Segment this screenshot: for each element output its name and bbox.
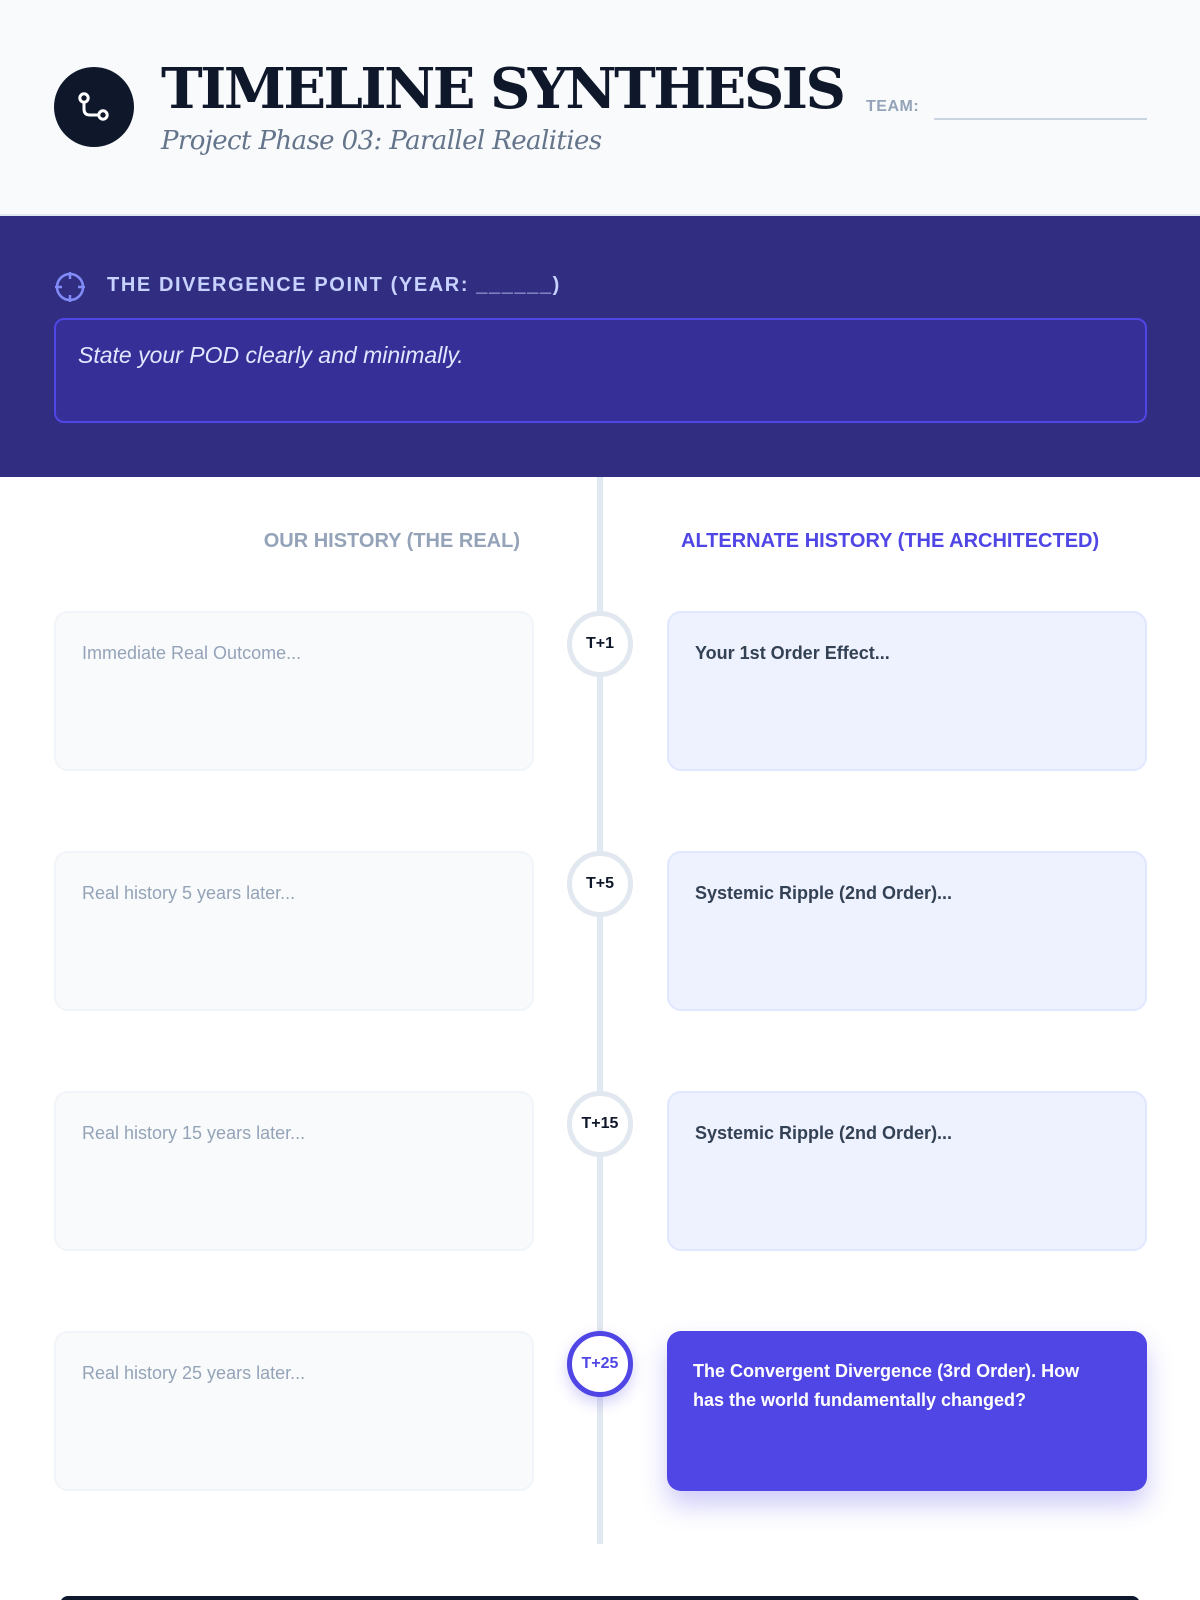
real-outcome-card[interactable]: Immediate Real Outcome... [54, 611, 534, 771]
convergent-divergence-card[interactable]: The Convergent Divergence (3rd Order). H… [667, 1331, 1147, 1491]
alternate-effect-card[interactable]: Systemic Ripple (2nd Order)... [667, 851, 1147, 1011]
convergent-divergence-prompt: The Convergent Divergence (3rd Order). H… [693, 1361, 1080, 1410]
real-outcome-card[interactable]: Real history 5 years later... [54, 851, 534, 1011]
timeline-marker: T+5 [567, 851, 633, 917]
page-title: TIMELINE SYNTHESIS [161, 56, 846, 122]
alternate-effect-placeholder: Your 1st Order Effect... [695, 643, 890, 663]
alternate-history-heading: ALTERNATE HISTORY (THE ARCHITECTED) [681, 530, 1100, 552]
timeline-spine [597, 477, 603, 1544]
real-outcome-card[interactable]: Real history 25 years later... [54, 1331, 534, 1491]
branch-icon [78, 92, 109, 121]
pod-placeholder: State your POD clearly and minimally. [78, 342, 464, 368]
team-label: TEAM: [866, 98, 920, 115]
pod-input[interactable]: State your POD clearly and minimally. [54, 318, 1147, 423]
alternate-effect-card[interactable]: Your 1st Order Effect... [667, 611, 1147, 771]
worksheet-header: TIMELINE SYNTHESIS Project Phase 03: Par… [0, 0, 1200, 216]
timeline-marker: T+15 [567, 1091, 633, 1157]
real-history-heading: OUR HISTORY (THE REAL) [263, 530, 520, 552]
real-outcome-card[interactable]: Real history 15 years later... [54, 1091, 534, 1251]
real-outcome-placeholder: Real history 25 years later... [82, 1363, 306, 1383]
footer-bar [60, 1596, 1140, 1600]
real-outcome-placeholder: Real history 5 years later... [82, 883, 296, 903]
alternate-effect-card[interactable]: Systemic Ripple (2nd Order)... [667, 1091, 1147, 1251]
alternate-effect-placeholder: Systemic Ripple (2nd Order)... [695, 883, 953, 903]
crosshair-icon [55, 272, 85, 302]
timeline-marker: T+1 [567, 611, 633, 677]
alternate-effect-placeholder: Systemic Ripple (2nd Order)... [695, 1123, 953, 1143]
page-subtitle: Project Phase 03: Parallel Realities [161, 126, 602, 156]
timeline-marker-final: T+25 [567, 1331, 633, 1397]
real-outcome-placeholder: Real history 15 years later... [82, 1123, 306, 1143]
divergence-label: THE DIVERGENCE POINT (YEAR: ______) [107, 274, 561, 296]
real-outcome-placeholder: Immediate Real Outcome... [82, 643, 302, 663]
team-field[interactable] [934, 118, 1147, 120]
logo-badge [54, 67, 134, 147]
